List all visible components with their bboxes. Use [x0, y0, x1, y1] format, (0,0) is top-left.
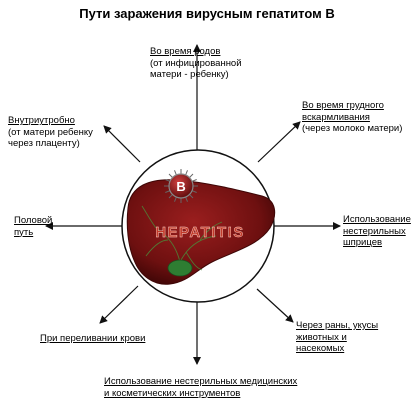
route-transfusion: При переливании крови — [40, 333, 145, 345]
route-birth: Во время родов (от инфицированной матери… — [150, 46, 242, 81]
route-sexual: Половой путь — [14, 215, 52, 238]
route-arrows — [45, 44, 341, 365]
arrow-up-left — [103, 125, 141, 163]
liver-illustration: HEPATITIS — [126, 179, 276, 285]
virus-spikes — [164, 169, 198, 203]
route-intrauterine: Внутриутробно (от матери ребенку через п… — [8, 115, 93, 150]
route-instruments-line2: и косметических инструментов — [104, 387, 241, 399]
arrow-down-right — [256, 288, 294, 323]
route-syringes-title: Использование — [343, 214, 411, 225]
virus-letter: B — [176, 179, 185, 194]
route-instruments-title: Использование нестерильных медицинских — [104, 376, 298, 387]
route-breastfeeding-line2: вскармливания — [302, 111, 370, 123]
route-breastfeeding-line3: (через молоко матери) — [302, 123, 403, 134]
route-instruments: Использование нестерильных медицинских и… — [104, 376, 297, 399]
route-wounds-line3: насекомых — [296, 343, 345, 354]
arrow-up-right — [257, 121, 301, 163]
gallbladder — [167, 259, 193, 277]
route-sexual-title: Половой — [14, 215, 53, 226]
virus-particle: B — [164, 169, 198, 203]
route-breastfeeding: Во время грудного вскармливания (через м… — [302, 100, 402, 135]
route-wounds: Через раны, укусы животных и насекомых — [296, 320, 378, 355]
route-birth-line2: (от инфицированной — [150, 57, 242, 69]
route-wounds-title: Через раны, укусы — [296, 320, 379, 331]
route-wounds-line2: животных и — [296, 331, 347, 343]
route-syringes-line3: шприцев — [343, 237, 383, 248]
route-sexual-line2: путь — [14, 226, 34, 238]
route-transfusion-title: При переливании крови — [40, 333, 146, 344]
diagram-title: Пути заражения вирусным гепатитом В — [79, 6, 335, 21]
route-intrauterine-line3: через плаценту) — [8, 138, 80, 149]
liver-vessels — [141, 205, 223, 271]
route-syringes: Использование нестерильных шприцев — [343, 214, 411, 249]
route-breastfeeding-title: Во время грудного — [302, 100, 384, 111]
virus-core — [168, 173, 194, 199]
hepatitis-label: HEPATITIS — [155, 224, 245, 241]
route-intrauterine-line2: (от матери ребенку — [8, 126, 93, 138]
route-birth-line3: матери - ребенку) — [150, 69, 229, 80]
route-syringes-line2: нестерильных — [343, 225, 406, 237]
route-intrauterine-title: Внутриутробно — [8, 115, 75, 126]
arrow-down-left — [99, 285, 139, 324]
route-birth-title: Во время родов — [150, 46, 221, 57]
